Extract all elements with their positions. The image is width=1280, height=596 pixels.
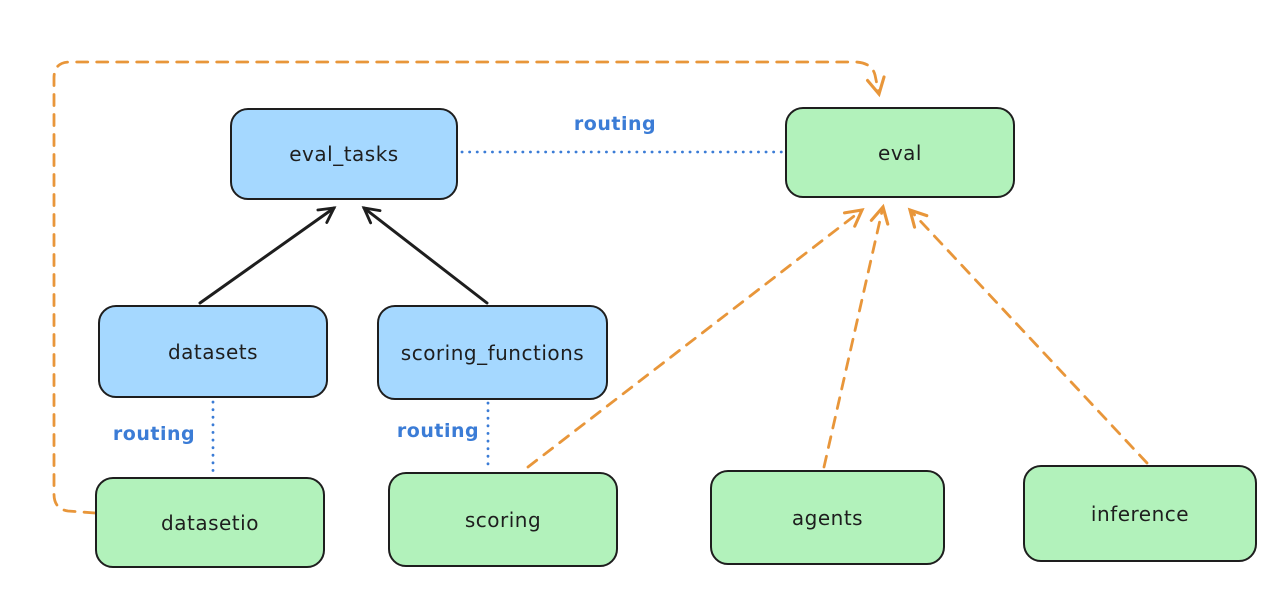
edge-label-routing-eval-tasks-eval: routing [573,113,657,135]
node-scoring: scoring [388,472,618,567]
edge-label-routing-datasets-datasetio: routing [112,423,196,445]
node-eval-tasks-label: eval_tasks [289,142,399,166]
node-scoring-label: scoring [464,507,542,532]
edge-scoring-functions-to-eval-tasks [361,206,489,305]
node-scoring-functions-label: scoring_functions [400,340,585,365]
node-datasetio: datasetio [95,477,325,568]
edge-datasets-to-eval-tasks [198,206,337,305]
node-eval-label: eval [878,140,922,165]
node-eval: eval [785,107,1015,198]
edge-scoring-to-eval [526,207,865,469]
edge-inference-to-eval [907,207,1149,465]
node-datasets: datasets [98,305,328,398]
node-agents: agents [710,470,945,565]
node-agents-label: agents [791,505,864,530]
node-datasetio-label: datasetio [161,510,259,535]
node-inference: inference [1023,465,1257,562]
node-datasets-label: datasets [167,339,259,364]
edge-agents-to-eval [822,203,890,469]
edge-datasetio-to-eval-loop [52,60,886,515]
node-inference-label: inference [1090,501,1190,526]
node-eval-tasks: eval_tasks [230,108,458,200]
edge-label-routing-scoring-functions-scoring: routing [396,420,480,442]
node-scoring-functions: scoring_functions [377,305,608,400]
